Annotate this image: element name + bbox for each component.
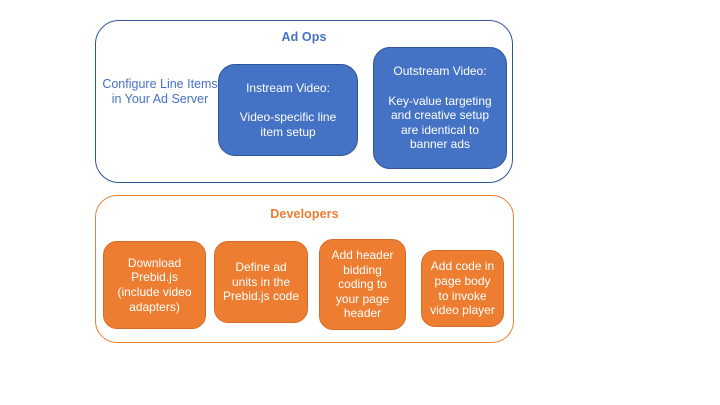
instream-video-body: Video-specific line item setup [239, 110, 337, 139]
outstream-video-box: Outstream Video: Key-value targeting and… [373, 47, 507, 169]
dev-step-invoke-video-player-box: Add code in page body to invoke video pl… [421, 250, 504, 327]
outstream-video-body: Key-value targeting and creative setup a… [388, 93, 492, 152]
configure-line-items-note: Configure Line Items in Your Ad Server [102, 77, 218, 107]
dev-step-download-prebid-box: Download Prebid.js (include video adapte… [103, 241, 206, 329]
dev-step-header-bidding-code-box: Add header bidding coding to your page h… [319, 239, 406, 330]
developers-title: Developers [270, 207, 339, 221]
ad-ops-title: Ad Ops [281, 30, 327, 44]
instream-video-heading: Instream Video: [246, 80, 330, 95]
ad-ops-group: Ad Ops Configure Line Items in Your Ad S… [95, 20, 513, 183]
outstream-video-heading: Outstream Video: [393, 63, 487, 78]
developers-group: Developers Download Prebid.js (include v… [95, 195, 514, 343]
instream-video-box: Instream Video: Video-specific line item… [218, 64, 358, 156]
dev-step-define-ad-units-box: Define ad units in the Prebid.js code [214, 241, 308, 323]
